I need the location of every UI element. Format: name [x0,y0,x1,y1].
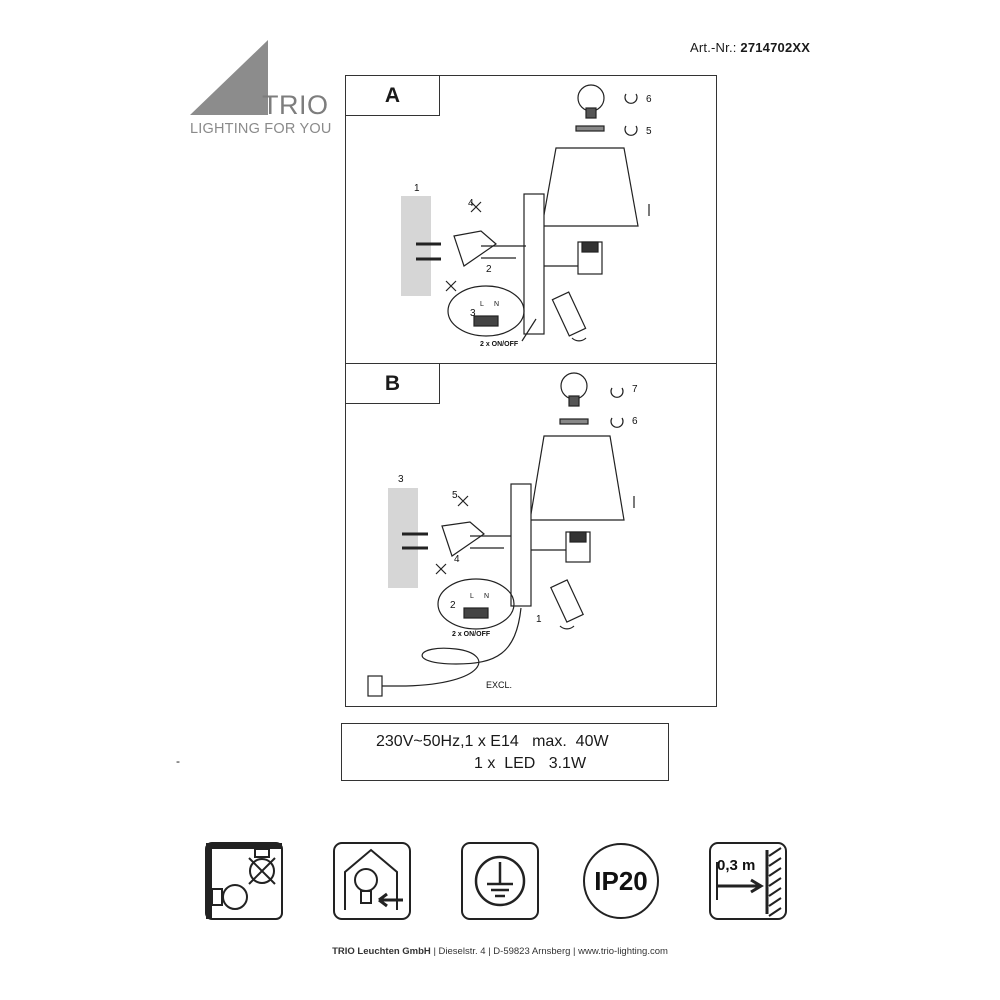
ip20-icon: IP20 [583,843,659,919]
plug-icon [367,675,383,697]
callout-2: 2 [486,264,492,275]
logo-tagline: LIGHTING FOR YOU [190,121,332,137]
callout-6: 6 [632,416,638,427]
wiring-label: 2 x ON/OFF [452,631,491,638]
lamp-shade [529,435,625,521]
trio-logo-triangle [190,40,268,115]
rotate-arrow-icon [610,387,624,398]
footer-company: TRIO Leuchten GmbH [332,946,431,957]
footer-city: D-59823 Arnsberg [493,946,571,957]
rotate-arrow-icon [624,125,638,136]
wiring-label: 2 x ON/OFF [480,341,519,348]
section-b-label: B [345,363,440,404]
wall-hatch [401,196,431,296]
protective-earth-icon [461,842,539,920]
callout-1: 1 [414,183,420,194]
rotate-arrow-icon [624,93,638,104]
logo-wordmark: TRIO [262,90,329,120]
bulb-icon [560,372,588,407]
socket-ring-icon [559,418,589,425]
section-a-label: A [345,75,440,116]
power-cord [381,607,522,687]
footer: TRIO Leuchten GmbH | Dieselstr. 4 | D-59… [332,946,668,957]
section-a-diagram: 1 2 3 4 5 6 L N 2 x ON/OFF [401,84,652,348]
callout-1: 1 [536,614,542,625]
spec-box [341,723,669,781]
no-ceiling-mount-icon [205,842,283,920]
bulb-icon [577,84,605,119]
terminal-n: N [494,301,499,308]
callout-5: 5 [646,126,652,137]
callout-3: 3 [398,474,404,485]
article-number: Art.-Nr.: 2714702XX [690,40,810,55]
lamp-shade [541,147,639,227]
led-spot [550,579,584,623]
wiring-detail [437,578,515,630]
terminal-n: N [484,593,489,600]
excl-label: EXCL. [486,680,512,690]
footer-web: www.trio-lighting.com [578,946,668,957]
callout-6: 6 [646,94,652,105]
min-distance-icon: 0,3 m [709,842,787,920]
spec-line-2: 1 x LED 3.1W [474,755,587,772]
wiring-detail [447,285,525,337]
callout-2: 2 [450,600,456,611]
callout-3: 3 [470,308,476,319]
spec-line-1: 230V~50Hz,1 x E14 max. 40W [376,733,609,750]
article-number-value: 2714702XX [740,40,811,55]
panel-divider [345,363,717,364]
socket-ring-icon [575,125,605,132]
terminal-l: L [480,301,484,308]
distance-text: 0,3 m [717,857,755,874]
terminal-l: L [470,593,474,600]
rotate-arrow-icon [610,417,624,428]
wall-backplate [523,193,545,335]
ip-rating-text: IP20 [594,866,648,896]
article-number-label: Art.-Nr.: [690,40,737,55]
callout-4: 4 [468,198,474,209]
wall-hatch [388,488,418,588]
section-b-diagram: 1 2 3 4 5 6 7 L N 2 x ON/OFF EXCL. [367,372,638,697]
stray-mark: - [176,754,180,768]
callout-7: 7 [632,384,638,395]
callout-5: 5 [452,490,458,501]
wall-backplate [510,483,532,607]
replaceable-bulb-icon [333,842,411,920]
led-spot [551,291,587,337]
callout-4: 4 [454,554,460,565]
footer-address: Dieselstr. 4 [438,946,486,957]
